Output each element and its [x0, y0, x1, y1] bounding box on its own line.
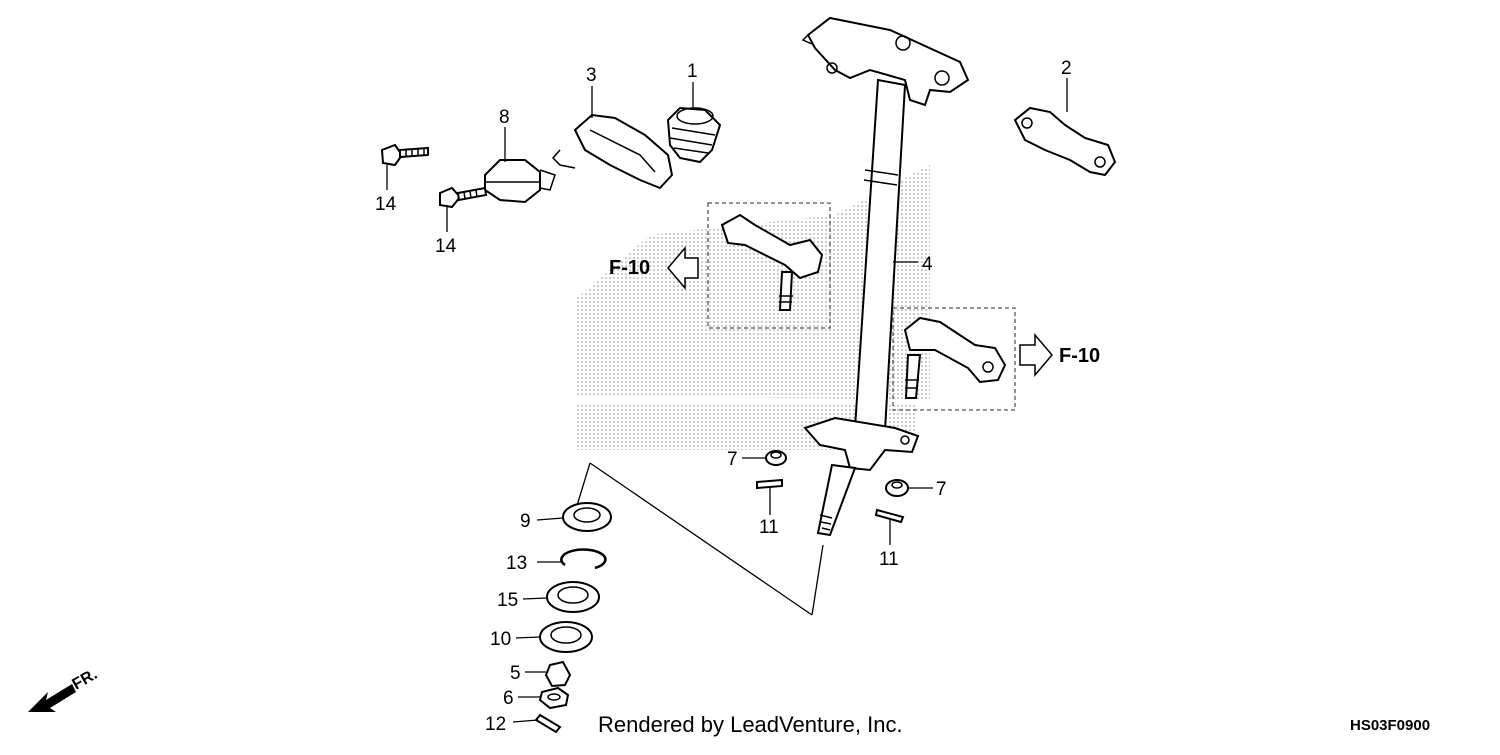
callout-8: 8 — [499, 107, 510, 128]
explode-line-upper — [589, 462, 813, 616]
reference-arrow-right: F-10 — [1019, 332, 1100, 378]
callout-15: 15 — [497, 590, 518, 611]
leader-lines — [386, 78, 1068, 723]
part-3-plate — [551, 113, 674, 190]
part-6-nut — [538, 686, 570, 710]
callout-9: 9 — [520, 511, 531, 532]
steering-shaft — [801, 16, 970, 537]
part-9-oil-seal — [562, 502, 612, 532]
part-2-holder — [1013, 106, 1117, 177]
reference-arrow-left: F-10 — [609, 245, 699, 291]
part-15-bearing — [546, 581, 600, 613]
part-14-bolt-upper — [380, 143, 429, 167]
tie-rod-end-left — [707, 202, 831, 329]
diagram-code: HS03F0900 — [1350, 717, 1430, 734]
callout-4: 4 — [922, 254, 933, 275]
part-7-nut-right — [885, 479, 909, 497]
front-direction-arrow-icon: FR. — [28, 666, 100, 712]
footer-credit: Rendered by LeadVenture, Inc. — [598, 712, 903, 737]
part-7-nut-left — [765, 450, 787, 466]
callout-7-right: 7 — [936, 479, 947, 500]
part-5-spacer — [544, 660, 572, 688]
part-12-pin — [534, 713, 562, 734]
callout-1: 1 — [687, 61, 698, 82]
tie-rod-end-right — [892, 307, 1016, 411]
callout-11-right: 11 — [879, 549, 899, 570]
callout-11-left: 11 — [759, 517, 779, 538]
callout-2: 2 — [1061, 58, 1072, 79]
callout-5: 5 — [510, 663, 521, 684]
part-14-bolt-lower — [439, 186, 488, 209]
callout-7-left: 7 — [727, 449, 738, 470]
part-13-circlip — [560, 548, 607, 570]
part-11-pin-right — [874, 508, 905, 524]
callout-10: 10 — [490, 629, 511, 650]
callout-3: 3 — [586, 65, 597, 86]
callout-12: 12 — [485, 714, 506, 735]
callout-13: 13 — [506, 553, 527, 574]
part-8-clamp — [484, 159, 556, 204]
part-1-bushing — [666, 106, 722, 164]
callout-6: 6 — [503, 688, 514, 709]
reference-label-right: F-10 — [1059, 345, 1100, 367]
part-10-bearing — [539, 621, 593, 653]
part-11-pin-left — [756, 478, 783, 490]
reference-label-left: F-10 — [609, 257, 650, 279]
callout-14-lower: 14 — [435, 236, 457, 257]
explode-line-lower — [811, 544, 824, 616]
callout-14-upper: 14 — [375, 194, 397, 215]
